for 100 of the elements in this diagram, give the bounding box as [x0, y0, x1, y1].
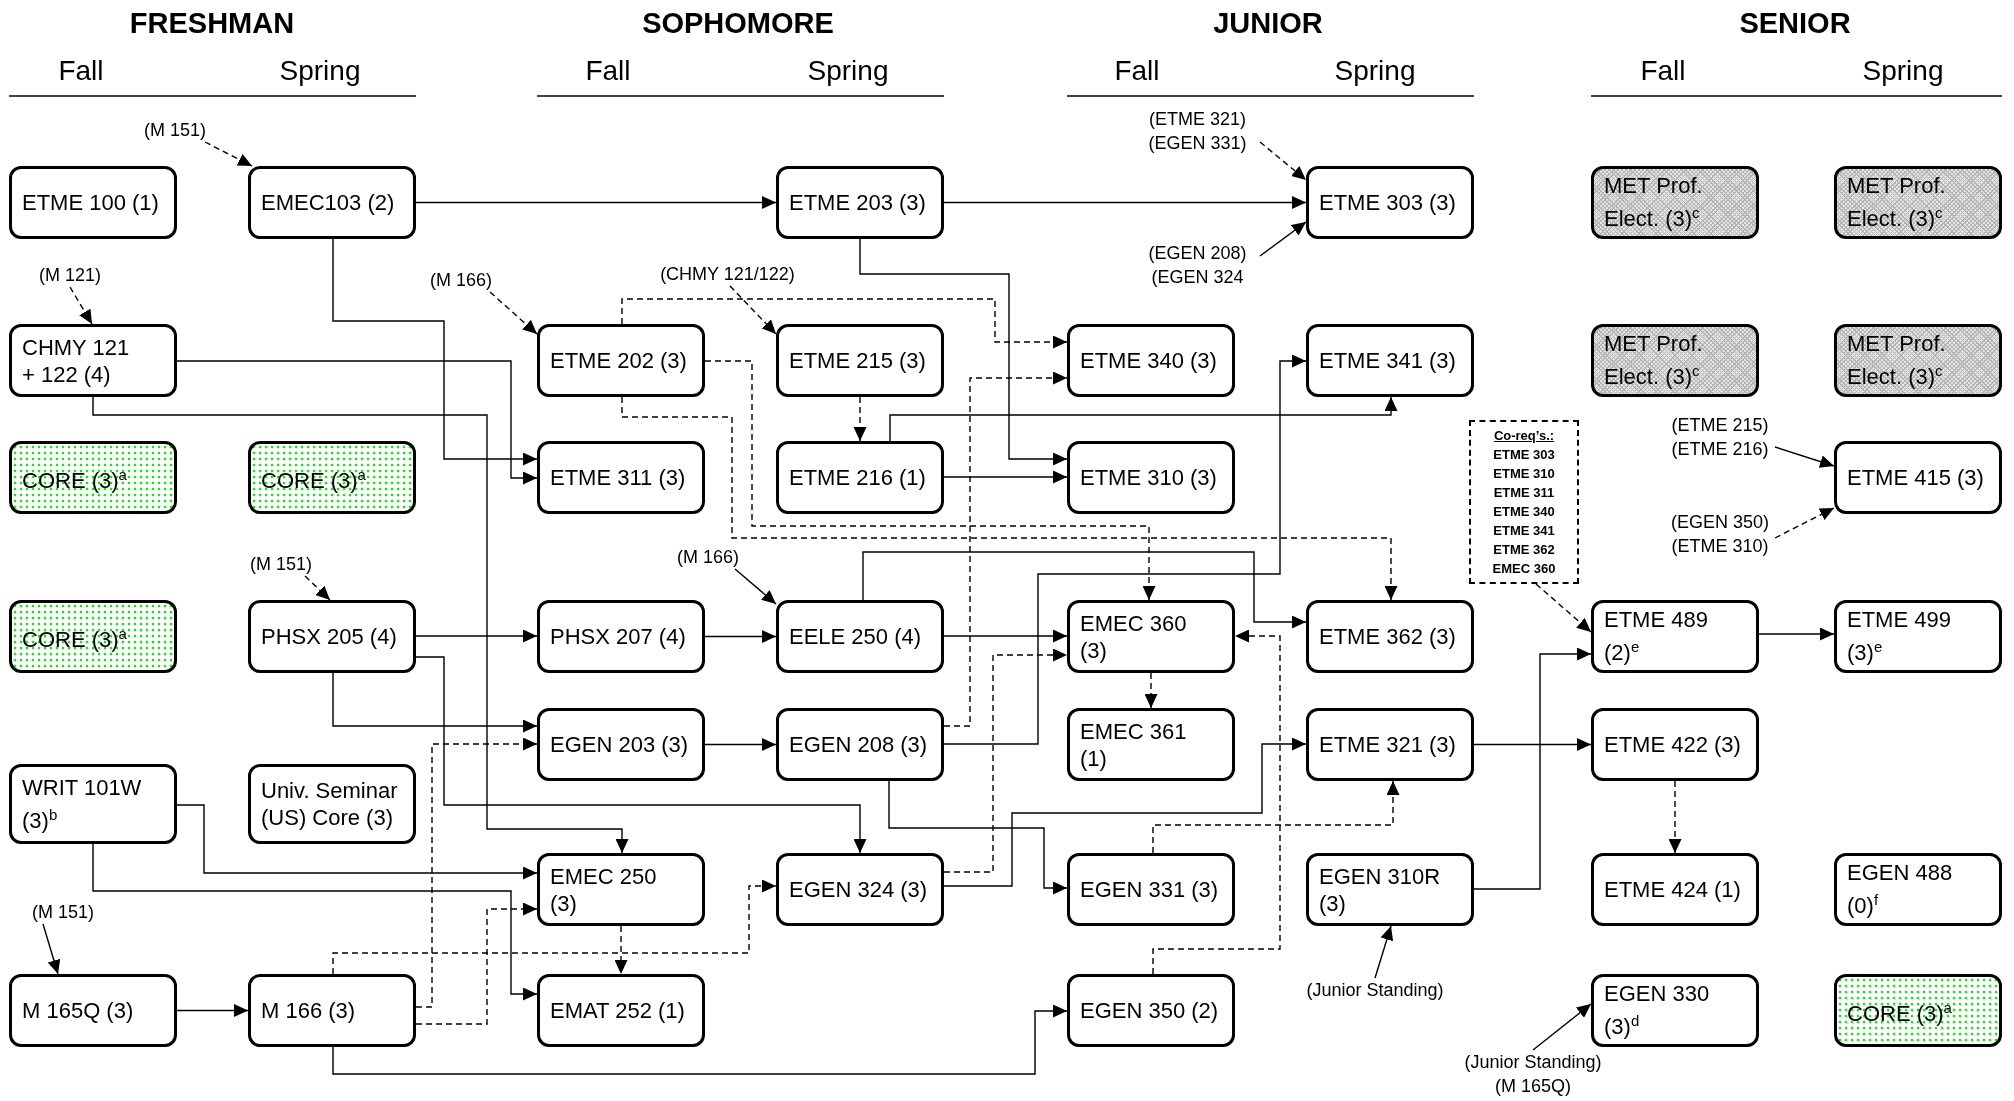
course-box: [1306, 600, 1474, 673]
course-label: EMEC 250 (3): [550, 862, 658, 917]
course-label: EGEN 488 (0)$^{f}$: [1847, 859, 1954, 920]
prerequisite-note: (Junior Standing): [1290, 978, 1460, 1002]
course-box: [1591, 600, 1759, 673]
dashed-arrow: [621, 298, 1068, 349]
course-label: ETME 499 (3)$^{e}$: [1847, 606, 1952, 667]
arrow: [332, 672, 538, 733]
dashed-arrow: [1668, 780, 1682, 854]
course-code: ETME 303: [1493, 446, 1555, 464]
course-box: [9, 764, 177, 844]
course-box: [1306, 708, 1474, 781]
course-label: PHSX 205 (4): [261, 623, 398, 650]
prerequisite-note: (EGEN 350) (ETME 310): [1665, 510, 1775, 560]
course-label: MET Prof. Elect. (3)$^{c}$: [1604, 172, 1704, 233]
arrow: [1473, 647, 1592, 890]
dashed-arrow: [1152, 780, 1400, 854]
course-box: [1067, 600, 1235, 673]
prerequisite-note: (M 121): [30, 263, 110, 287]
course-label: PHSX 207 (4): [550, 623, 687, 650]
prerequisite-note: (M 151): [135, 118, 215, 142]
arrow: [332, 238, 538, 466]
course-code: EMEC 360: [1492, 560, 1556, 578]
term-heading: Fall: [585, 55, 631, 87]
course-box: [248, 764, 416, 844]
prerequisite-note: (M 166): [425, 268, 497, 292]
course-label: ETME 341 (3): [1319, 347, 1457, 374]
course-label: ETME 489 (2)$^{e}$: [1604, 606, 1709, 667]
arrow: [332, 1004, 1068, 1075]
course-label: WRIT 101W (3)$^{b}$: [22, 773, 143, 835]
arrow: [943, 629, 1068, 643]
core-course-box: [1834, 974, 2002, 1047]
prerequisite-note: (CHMY 121/122): [645, 262, 810, 286]
year-heading: JUNIOR: [1213, 6, 1323, 40]
dashed-arrow: [304, 575, 331, 601]
course-label: ETME 203 (3): [789, 189, 927, 216]
course-label: EGEN 208 (3): [789, 731, 929, 758]
arrow: [859, 238, 1068, 466]
course-label: MET Prof. Elect. (3)$^{c}$: [1847, 172, 1947, 233]
course-box: [1306, 853, 1474, 926]
arrow: [42, 923, 61, 975]
course-box: [9, 974, 177, 1047]
prerequisite-note: (Junior Standing) (M 165Q): [1458, 1050, 1608, 1100]
course-label: CORE (3)$^{a}$: [1847, 997, 1953, 1028]
arrow: [889, 396, 1398, 442]
dashed-arrow: [415, 902, 538, 1025]
course-label: EMEC 361 (1): [1080, 717, 1188, 772]
course-label: EMEC103 (2): [261, 189, 396, 216]
course-box: [1591, 708, 1759, 781]
course-box: [537, 324, 705, 397]
course-label: ETME 303 (3): [1319, 189, 1457, 216]
course-label: EGEN 331 (3): [1080, 876, 1220, 903]
arrow: [943, 196, 1307, 209]
course-box: [537, 441, 705, 514]
course-label: ETME 215 (3): [789, 347, 927, 374]
dashed-arrow: [332, 879, 777, 975]
course-label: ETME 216 (1): [789, 464, 927, 491]
dashed-arrow: [853, 396, 867, 442]
course-box: [537, 600, 705, 673]
course-label: M 165Q (3): [22, 997, 135, 1024]
course-label: EGEN 350 (2): [1080, 997, 1220, 1024]
arrow: [888, 780, 1068, 895]
term-heading: Fall: [58, 55, 104, 87]
course-box: [1591, 853, 1759, 926]
course-label: ETME 362 (3): [1319, 623, 1457, 650]
course-label: EMEC 360 (3): [1080, 609, 1188, 664]
arrow: [943, 354, 1307, 745]
course-code: ETME 341: [1493, 522, 1555, 540]
prerequisite-note: (M 151): [243, 552, 319, 576]
arrow: [92, 396, 629, 854]
course-box: [1067, 324, 1235, 397]
course-label: ETME 422 (3): [1604, 731, 1742, 758]
course-box: [1067, 441, 1235, 514]
course-label: EMAT 252 (1): [550, 997, 686, 1024]
term-heading: Spring: [1334, 55, 1416, 87]
arrow: [176, 1004, 249, 1017]
arrow: [92, 843, 538, 1001]
course-box: [537, 853, 705, 926]
course-box: [1306, 324, 1474, 397]
course-box: [776, 166, 944, 239]
dashed-arrow: [704, 360, 1156, 601]
course-label: ETME 424 (1): [1604, 876, 1742, 903]
arrow: [176, 804, 538, 880]
course-box: [776, 441, 944, 514]
year-heading: SENIOR: [1739, 6, 1851, 40]
core-course-box: [9, 441, 177, 514]
course-label: ETME 310 (3): [1080, 464, 1218, 491]
course-label: ETME 321 (3): [1319, 731, 1457, 758]
arrow: [415, 656, 867, 854]
course-box: [9, 324, 177, 397]
arrow: [415, 629, 538, 643]
course-box: [1067, 708, 1235, 781]
dashed-arrow: [943, 371, 1068, 727]
dashed-arrow: [489, 291, 538, 335]
term-heading: Fall: [1114, 55, 1160, 87]
term-heading: Spring: [807, 55, 889, 87]
course-code: ETME 340: [1493, 503, 1555, 521]
course-label: CORE (3)$^{a}$: [22, 464, 128, 495]
course-label: Univ. Seminar (US) Core (3): [261, 777, 399, 831]
arrow: [1774, 446, 1835, 468]
